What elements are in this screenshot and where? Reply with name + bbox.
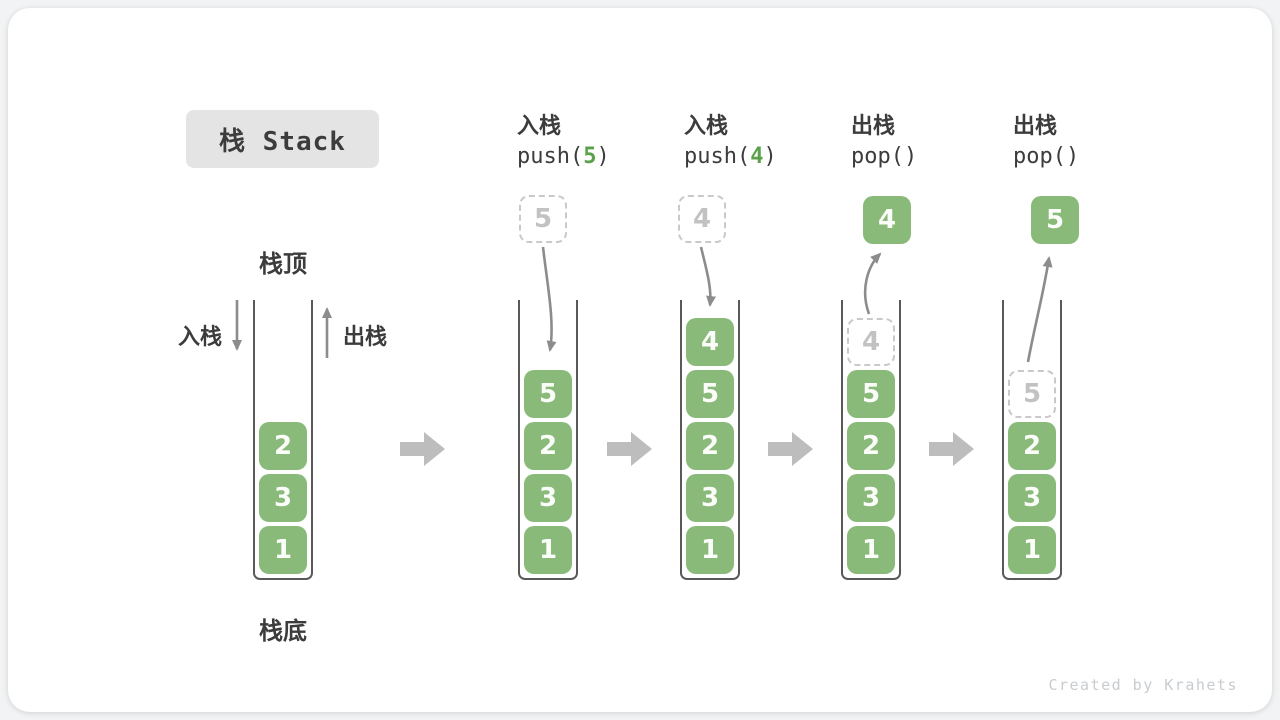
op-code-label: push(4) <box>684 144 777 169</box>
stack-cell: 3 <box>1008 474 1056 522</box>
stack-cell: 3 <box>847 474 895 522</box>
op-cn-label: 入栈 <box>517 113 562 138</box>
stack-cell: 3 <box>259 474 307 522</box>
stack-cell: 4 <box>686 318 734 366</box>
stack-cell: 1 <box>686 526 734 574</box>
stack-cell: 5 <box>1008 370 1056 418</box>
stack-cell: 1 <box>524 526 572 574</box>
stack-cell: 2 <box>524 422 572 470</box>
floating-cell-push-4: 4 <box>678 195 726 243</box>
op-code-label: pop() <box>1013 144 1080 169</box>
stack-cell: 5 <box>524 370 572 418</box>
stack-top-label: 栈顶 <box>259 251 307 278</box>
op-cn-label: 入栈 <box>684 113 729 138</box>
stack-cell: 5 <box>847 370 895 418</box>
stack-cell: 2 <box>1008 422 1056 470</box>
op-header-pop-4: 出栈 pop() <box>851 108 917 169</box>
op-header-push-5: 入栈 push(5) <box>517 108 610 169</box>
stack-cell: 1 <box>847 526 895 574</box>
push-side-label: 入栈 <box>178 324 223 349</box>
stack-cell: 1 <box>259 526 307 574</box>
pop-side-label: 出栈 <box>343 324 388 349</box>
stack-cell: 1 <box>1008 526 1056 574</box>
stack-cell: 5 <box>686 370 734 418</box>
floating-cell-pop-5: 5 <box>1031 196 1079 244</box>
op-header-pop-5: 出栈 pop() <box>1013 108 1079 169</box>
title-box: 栈 Stack <box>186 110 379 168</box>
floating-cell-pop-4: 4 <box>863 196 911 244</box>
stack-cell: 2 <box>259 422 307 470</box>
op-cn-label: 出栈 <box>851 113 896 138</box>
stack-bottom-label: 栈底 <box>259 618 307 645</box>
stack-cell: 2 <box>847 422 895 470</box>
op-cn-label: 出栈 <box>1013 113 1058 138</box>
op-code-label: push(5) <box>517 144 610 169</box>
stack-cell: 3 <box>524 474 572 522</box>
floating-cell-push-5: 5 <box>519 195 567 243</box>
diagram-title: 栈 Stack <box>219 126 346 157</box>
stack-cell: 3 <box>686 474 734 522</box>
stack-cell: 2 <box>686 422 734 470</box>
op-code-label: pop() <box>851 144 918 169</box>
stack-cell: 4 <box>847 318 895 366</box>
watermark: Created by Krahets <box>1048 676 1238 694</box>
op-header-push-4: 入栈 push(4) <box>684 108 777 169</box>
